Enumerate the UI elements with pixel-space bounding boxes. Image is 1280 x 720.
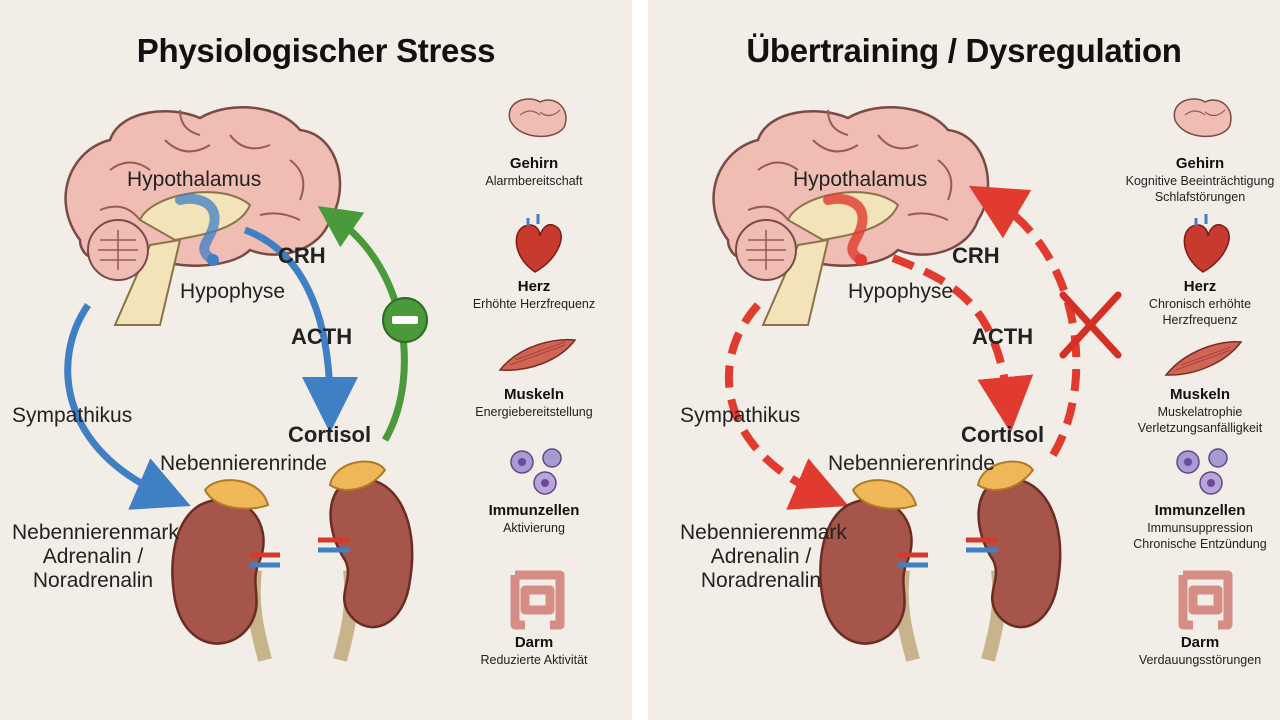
- kidney-right: [966, 460, 1062, 662]
- brain-icon: [508, 98, 567, 138]
- kidney-right: [318, 460, 414, 662]
- panel-title: Übertraining / Dysregulation: [746, 32, 1182, 69]
- organ-herz: Herz Erhöhte Herzfrequenz: [472, 278, 596, 311]
- immune-cells-icon: [1176, 448, 1228, 495]
- brain-illustration: [64, 106, 342, 326]
- immune-cells-icon: [510, 448, 562, 495]
- nebennierenrinde-label: Nebennierenrinde: [160, 452, 327, 475]
- cortisol-label: Cortisol: [961, 422, 1045, 447]
- crh-acth-arrow: [243, 226, 358, 433]
- organ-gehirn: Gehirn Kognitive Beeinträchtigung Schlaf…: [1125, 155, 1275, 204]
- impaired-feedback-arrow: [968, 185, 1081, 458]
- sympathikus-label: Sympathikus: [12, 404, 133, 427]
- cortisol-label: Cortisol: [288, 422, 372, 447]
- nebennierenrinde-label: Nebennierenrinde: [828, 452, 995, 475]
- hpa-axis-illustration: [64, 98, 577, 662]
- intestine-icon: [510, 570, 565, 630]
- panel-physiological-stress: Physiologischer Stress: [0, 0, 632, 720]
- muscle-icon: [1164, 341, 1243, 376]
- hpa-axis-dysregulated-illustration: [712, 98, 1243, 662]
- crh-label: CRH: [952, 243, 1000, 268]
- organ-herz: Herz Chronisch erhöhte Herzfrequenz: [1148, 278, 1252, 327]
- organ-muskeln: Muskeln Energiebereitstellung: [475, 386, 593, 419]
- acth-label: ACTH: [972, 324, 1034, 349]
- nebennierenmark-label: Nebennierenmark Adrenalin / Noradrenalin: [12, 521, 179, 592]
- kidney-left: [171, 479, 280, 662]
- sympathikus-arrow: [64, 303, 191, 510]
- acth-label: ACTH: [291, 324, 353, 349]
- intestine-icon: [1178, 570, 1233, 630]
- hypothalamus-label: Hypothalamus: [127, 168, 262, 191]
- muscle-icon: [498, 338, 577, 371]
- organ-darm: Darm Reduzierte Aktivität: [480, 634, 588, 667]
- crh-label: CRH: [278, 243, 326, 268]
- panel-title: Physiologischer Stress: [136, 32, 496, 69]
- organ-muskeln: Muskeln Muskelatrophie Verletzungsanfäll…: [1137, 386, 1263, 435]
- hypophyse-label: Hypophyse: [180, 280, 286, 303]
- kidney-left: [819, 479, 928, 662]
- organ-immunzellen: Immunzellen Aktivierung: [488, 502, 580, 535]
- brain-icon: [1173, 98, 1232, 138]
- heart-icon: [1183, 214, 1230, 273]
- sympathikus-arrow: [725, 302, 849, 510]
- nebennierenmark-label: Nebennierenmark Adrenalin / Noradrenalin: [680, 521, 847, 592]
- brain-illustration: [712, 106, 990, 326]
- hypophyse-label: Hypophyse: [848, 280, 954, 303]
- organ-gehirn: Gehirn Alarmbereitschaft: [485, 155, 583, 188]
- heart-icon: [515, 214, 562, 273]
- crh-acth-arrow: [891, 254, 1034, 433]
- organ-darm: Darm Verdauungsstörungen: [1138, 634, 1262, 667]
- organ-immunzellen: Immunzellen Immunsuppression Chronische …: [1133, 502, 1267, 551]
- panel-overtraining-dysregulation: Übertraining / Dysregulation: [648, 0, 1280, 720]
- sympathikus-label: Sympathikus: [680, 404, 801, 427]
- hypothalamus-label: Hypothalamus: [793, 168, 928, 191]
- blocked-feedback-icon: [1059, 291, 1122, 359]
